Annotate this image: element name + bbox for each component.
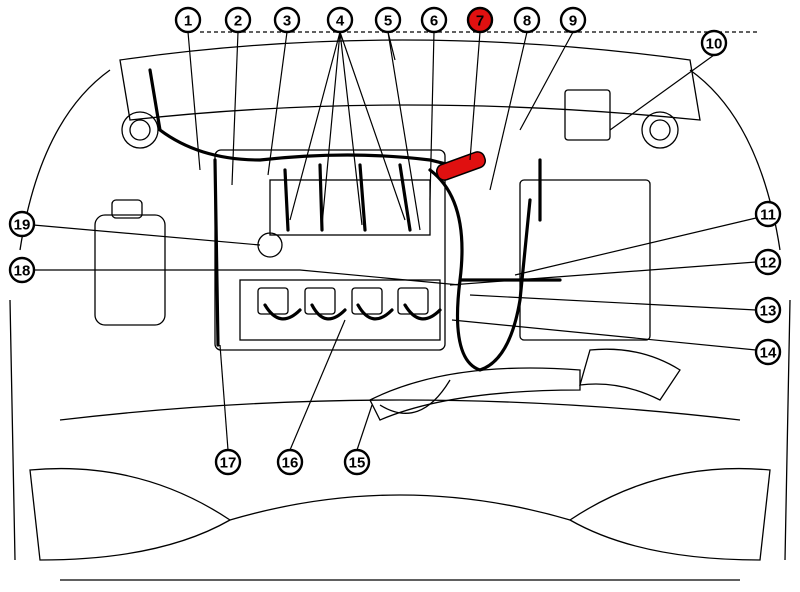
callout-10: 10	[700, 29, 728, 57]
callout-number: 11	[760, 207, 776, 224]
callout-1: 1	[174, 6, 202, 34]
callout-number: 14	[760, 345, 777, 362]
callout-circle	[754, 248, 782, 276]
callout-18: 18	[8, 256, 36, 284]
callout-circle	[214, 448, 242, 476]
callout-circle	[754, 338, 782, 366]
leader-lines	[21, 31, 760, 451]
callout-16: 16	[276, 448, 304, 476]
callout-number: 13	[760, 303, 777, 320]
callout-number: 19	[14, 217, 31, 234]
callout-4: 4	[326, 6, 354, 34]
callout-number: 17	[220, 455, 237, 472]
callout-circle	[276, 448, 304, 476]
callout-17: 17	[214, 448, 242, 476]
callout-11: 11	[754, 200, 782, 228]
component-7-highlight	[435, 151, 487, 181]
callout-circle	[700, 29, 728, 57]
callout-9: 9	[559, 6, 587, 34]
callout-6: 6	[420, 6, 448, 34]
callout-circle	[8, 256, 36, 284]
callout-circle	[374, 6, 402, 34]
callout-number: 1	[184, 13, 192, 30]
callout-15: 15	[343, 448, 371, 476]
callout-number: 12	[760, 255, 777, 272]
callout-circle	[224, 6, 252, 34]
callout-19: 19	[8, 210, 36, 238]
callout-12: 12	[754, 248, 782, 276]
callout-number: 8	[523, 13, 531, 30]
coolant-reservoir	[94, 199, 166, 326]
callout-8: 8	[513, 6, 541, 34]
callout-number: 9	[569, 13, 577, 30]
callout-number: 7	[476, 13, 484, 30]
callout-circle	[343, 448, 371, 476]
callout-number: 2	[234, 13, 242, 30]
callout-circle	[273, 6, 301, 34]
callout-13: 13	[754, 296, 782, 324]
callout-number: 3	[283, 13, 291, 30]
air-intake	[369, 348, 681, 421]
callout-5: 5	[374, 6, 402, 34]
callout-circle	[754, 296, 782, 324]
callout-circle	[326, 6, 354, 34]
battery-box	[519, 89, 651, 341]
car-body-outline	[9, 39, 791, 581]
callout-number: 15	[349, 455, 366, 472]
wiring-harness	[148, 68, 562, 414]
callout-7: 7	[466, 6, 494, 34]
callout-number: 4	[336, 13, 345, 30]
callout-14: 14	[754, 338, 782, 366]
callout-number: 5	[384, 13, 392, 30]
callout-3: 3	[273, 6, 301, 34]
callout-number: 16	[282, 455, 299, 472]
callout-2: 2	[224, 6, 252, 34]
callout-number: 10	[706, 36, 723, 53]
callout-number: 6	[430, 13, 438, 30]
callout-circle	[559, 6, 587, 34]
callout-circle	[8, 210, 36, 238]
callout-circle	[754, 200, 782, 228]
callout-circle	[513, 6, 541, 34]
callout-circle	[174, 6, 202, 34]
callout-circle	[466, 6, 494, 34]
callout-number: 18	[14, 263, 31, 280]
callout-circle	[420, 6, 448, 34]
